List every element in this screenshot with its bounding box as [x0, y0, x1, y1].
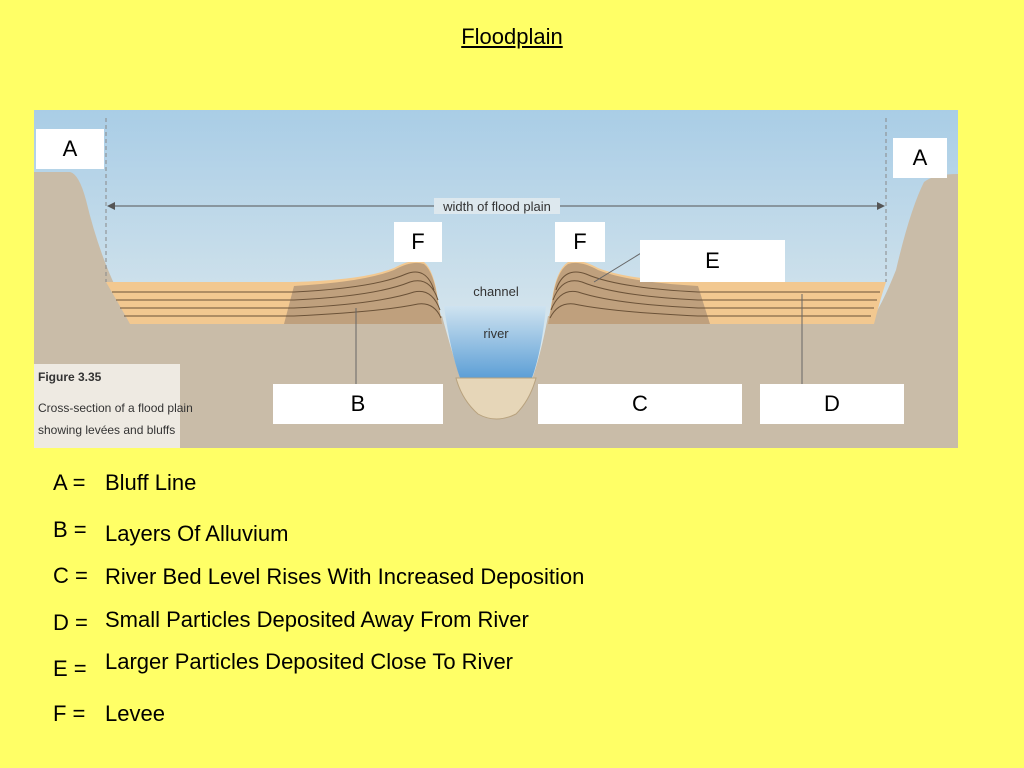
- width-label-bg: [434, 198, 560, 214]
- legend-value-d: Small Particles Deposited Away From Rive…: [105, 607, 529, 632]
- legend-value-f: Levee: [105, 701, 165, 726]
- legend-key-a: A =: [53, 470, 86, 495]
- label-box-b: B: [273, 384, 443, 424]
- caption-line-2: showing levées and bluffs: [38, 423, 175, 437]
- leader-line-e: [593, 249, 647, 283]
- figure-number: Figure 3.35: [38, 370, 102, 384]
- floodplain-diagram: width of flood plain channel river Figur…: [34, 110, 958, 448]
- legend-key-c: C =: [53, 563, 88, 588]
- legend-value-e: Larger Particles Deposited Close To Rive…: [105, 649, 513, 674]
- channel-label: channel: [473, 284, 519, 299]
- legend-value-c: River Bed Level Rises With Increased Dep…: [105, 564, 585, 589]
- label-box-d: D: [760, 384, 904, 424]
- page-title: Floodplain: [461, 24, 563, 49]
- layer-lines-left: [112, 271, 442, 319]
- layer-lines-right: [549, 271, 880, 319]
- legend-key-f: F =: [53, 701, 86, 726]
- label-box-c: C: [538, 384, 742, 424]
- legend-value-a: Bluff Line: [105, 470, 197, 495]
- label-box-a-left: A: [36, 129, 104, 169]
- caption-box: [34, 364, 180, 448]
- legend-key-e: E =: [53, 656, 87, 681]
- legend-key-b: B =: [53, 517, 87, 542]
- label-box-a-right: A: [893, 138, 947, 178]
- width-label: width of flood plain: [442, 199, 551, 214]
- caption-line-1: Cross-section of a flood plain: [38, 401, 193, 415]
- label-box-e: E: [640, 240, 785, 282]
- cross-section-figure: width of flood plain channel river Figur…: [34, 110, 958, 448]
- river-water: [444, 306, 546, 378]
- river-label: river: [483, 326, 509, 341]
- legend-value-b: Layers Of Alluvium: [105, 521, 289, 546]
- river-bed-deposit: [455, 377, 537, 420]
- valley-ground: [34, 172, 958, 448]
- label-box-f-right: F: [555, 222, 605, 262]
- label-box-f-left: F: [394, 222, 442, 262]
- legend-key-d: D =: [53, 610, 88, 635]
